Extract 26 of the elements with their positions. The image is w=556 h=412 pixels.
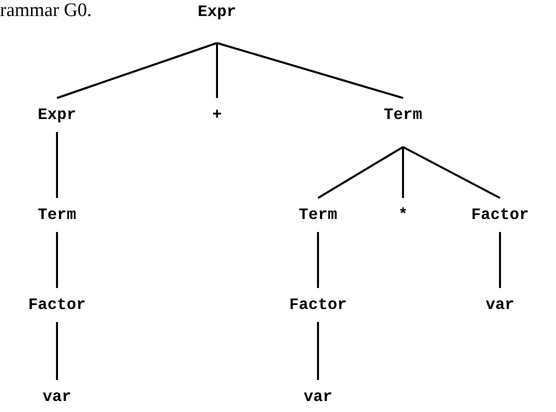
tree-node-label: Term	[384, 106, 422, 124]
tree-edge	[317, 146, 404, 199]
tree-node-label: var	[304, 388, 332, 406]
tree-edge	[402, 147, 404, 198]
caption-text: rammar G0.	[0, 0, 92, 22]
tree-node-label: Expr	[38, 106, 76, 124]
tree-edge	[216, 43, 218, 98]
tree-edge	[56, 132, 58, 198]
tree-node-label: Factor	[289, 296, 347, 314]
tree-node-label: Factor	[471, 206, 529, 224]
tree-edge	[317, 232, 319, 288]
tree-edge	[216, 42, 404, 99]
tree-node-label: Term	[38, 206, 76, 224]
tree-edge	[402, 146, 500, 199]
tree-edge	[56, 232, 58, 288]
tree-edge	[317, 322, 319, 380]
tree-node-label: var	[42, 388, 72, 406]
tree-edge	[56, 322, 58, 380]
tree-edge	[499, 232, 501, 288]
tree-edge	[56, 42, 218, 99]
tree-node-label: Expr	[198, 3, 236, 21]
tree-node-label: var	[486, 296, 514, 314]
tree-node-label: Factor	[28, 296, 86, 314]
tree-node-label: *	[398, 206, 408, 224]
tree-node-label: Term	[298, 206, 338, 224]
tree-node-label: +	[212, 106, 222, 124]
